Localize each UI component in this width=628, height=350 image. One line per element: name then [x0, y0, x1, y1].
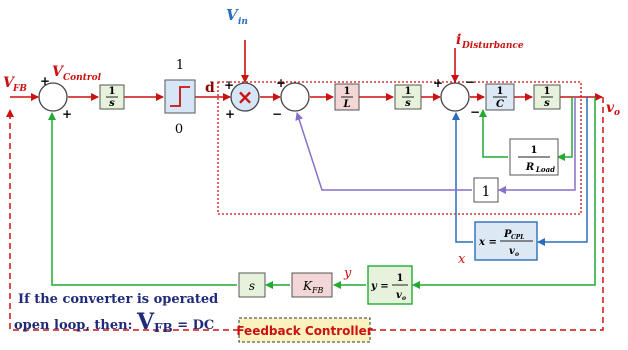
integrator-1-num: 1: [109, 86, 116, 97]
sign-mult-left: +: [224, 78, 234, 92]
vcontrol-sub: Control: [63, 73, 102, 83]
capacitor-den: C: [496, 99, 504, 110]
multiplier-junction: [230, 82, 260, 112]
cpl-lhs: x =: [478, 237, 497, 248]
vin-label: V: [226, 6, 239, 24]
forward-path: [10, 40, 603, 101]
idist-sub: Disturbance: [461, 41, 524, 51]
recip-lhs: y =: [370, 281, 389, 292]
feedback-controller-label: Feedback Controller: [236, 324, 372, 338]
feedback-controller-block: [238, 317, 371, 343]
plant-boundary: [217, 81, 582, 215]
rload-num: 1: [531, 145, 538, 156]
green-paths: [48, 97, 596, 289]
dashed-feedback-path: [6, 97, 604, 331]
vo-label: v: [606, 100, 615, 116]
cpl-den: v: [509, 246, 515, 257]
note-line-2-prefix: open loop, then:: [14, 318, 137, 333]
unity-block: [473, 177, 499, 203]
sign-s2-top: +: [276, 76, 286, 90]
saturation-upper: 1: [176, 58, 184, 73]
derivative-label: s: [249, 279, 255, 293]
summing-junction-1: [38, 82, 68, 112]
cpl-den-sub: o: [515, 251, 519, 258]
integrator-1-block: [99, 84, 125, 110]
purple-paths: [295, 97, 576, 194]
sign-s3-bottom: −: [470, 105, 480, 119]
summing-junction-2: [280, 82, 310, 112]
inductor-den: L: [342, 99, 350, 110]
rload-den: R: [525, 162, 534, 173]
note-line-2: open loop, then: VFB = DC: [14, 309, 214, 335]
summing-junction-3: [440, 82, 470, 112]
kfb-label: K: [302, 279, 313, 293]
rload-sub: Load: [535, 165, 555, 174]
integrator-2-den: s: [405, 98, 411, 109]
inductor-num: 1: [344, 86, 351, 97]
note-line-2-suffix: = DC: [173, 318, 215, 333]
blue-paths: [452, 97, 588, 246]
integrator-1-den: s: [109, 98, 115, 109]
integrator-3-num: 1: [544, 86, 551, 97]
kfb-block: [291, 272, 333, 298]
sign-s1-bottom: +: [62, 107, 72, 121]
saturation-lower: 0: [175, 122, 183, 137]
recip-den-sub: o: [402, 295, 406, 302]
saturation-icon: [170, 86, 190, 107]
sign-mult-bottom: +: [225, 107, 235, 121]
integrator-3-den: s: [544, 98, 550, 109]
note-vfb-sub: FB: [154, 321, 173, 335]
sign-s3-top: −: [465, 75, 475, 89]
idist-label: i: [456, 32, 461, 48]
vfb-sub: FB: [12, 84, 27, 94]
capacitor-num: 1: [497, 86, 504, 97]
vcontrol-label: V: [52, 64, 65, 80]
note-vfb-v: V: [136, 309, 155, 335]
vo-sub: o: [614, 108, 620, 118]
derivative-block: [238, 272, 266, 298]
sign-s3-left: +: [433, 76, 443, 90]
multiplier-symbol: ×: [237, 85, 254, 109]
duty-label: d: [205, 80, 215, 96]
sign-s2-bottom: −: [272, 107, 282, 121]
note-line-1: If the converter is operated: [18, 292, 218, 307]
sign-s1-top: +: [40, 74, 50, 88]
y-label: y: [343, 266, 352, 281]
recip-den: v: [396, 290, 402, 301]
x-label: x: [458, 252, 466, 267]
cpl-num-sub: CPL: [511, 234, 525, 241]
recip-num: 1: [397, 273, 404, 284]
vfb-label: V: [3, 75, 16, 91]
kfb-sub: FB: [311, 286, 324, 295]
integrator-2-num: 1: [405, 86, 412, 97]
unity-value: 1: [482, 184, 491, 200]
vin-sub: in: [238, 17, 248, 27]
cpl-num: P: [503, 229, 512, 240]
